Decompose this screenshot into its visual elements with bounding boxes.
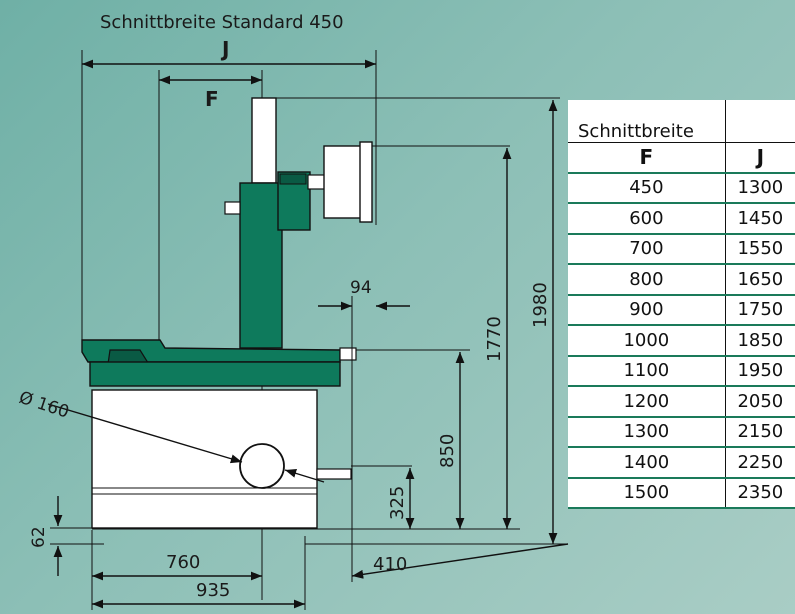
pipe-leader (284, 469, 325, 483)
cell-f: 800 (568, 264, 726, 296)
cell-f: 600 (568, 203, 726, 235)
cell-f: 1100 (568, 355, 726, 387)
side-knob (224, 201, 241, 215)
cell-j: 1550 (724, 233, 795, 265)
machine-column (239, 182, 283, 349)
cell-f: 1200 (568, 386, 726, 418)
cell-j: 1850 (724, 325, 795, 357)
dim-410-label: 410 (373, 554, 407, 575)
drawing-caption: Schnittbreite Standard 450 (100, 12, 344, 33)
arm-connector (307, 174, 327, 190)
table-header-j: J (724, 142, 795, 174)
dia-label: Ø 160 (16, 388, 71, 423)
dim-62-label: 62 (29, 526, 49, 548)
cell-f: 700 (568, 233, 726, 265)
cell-f: 1400 (568, 447, 726, 479)
cell-f: 1000 (568, 325, 726, 357)
dim-850-label: 850 (437, 434, 458, 468)
table-title-empty (724, 100, 795, 143)
cell-j: 1750 (724, 294, 795, 326)
cell-f: 1500 (568, 477, 726, 509)
table-header-f: F (568, 142, 726, 174)
table-extension (339, 347, 357, 361)
cell-j: 1300 (724, 172, 795, 204)
cell-j: 2150 (724, 416, 795, 448)
dia-leader (47, 403, 243, 464)
dim-f-label: F (205, 87, 219, 111)
dim-760-label: 760 (166, 552, 200, 573)
motor-flange (359, 141, 373, 223)
cell-j: 2050 (724, 386, 795, 418)
dim-325-label: 325 (387, 486, 408, 520)
dim-1980-label: 1980 (530, 282, 551, 328)
table-under (89, 361, 341, 387)
cell-j: 2350 (724, 477, 795, 509)
table-title: Schnittbreite (568, 100, 726, 143)
column-top (251, 97, 277, 184)
cell-f: 1300 (568, 416, 726, 448)
cell-j: 1650 (724, 264, 795, 296)
cell-j: 1950 (724, 355, 795, 387)
cell-f: 900 (568, 294, 726, 326)
dim-94-label: 94 (350, 278, 372, 298)
dim-j-label: J (220, 37, 229, 61)
dim-410-line (351, 543, 569, 579)
dim-935-label: 935 (196, 580, 230, 601)
dim-1770-label: 1770 (484, 316, 505, 362)
outlet-circle (239, 443, 285, 489)
cell-f: 450 (568, 172, 726, 204)
motor-housing (323, 145, 365, 219)
cell-j: 2250 (724, 447, 795, 479)
outlet-pipe (316, 468, 352, 480)
column-arm-dark (279, 173, 307, 185)
cell-j: 1450 (724, 203, 795, 235)
